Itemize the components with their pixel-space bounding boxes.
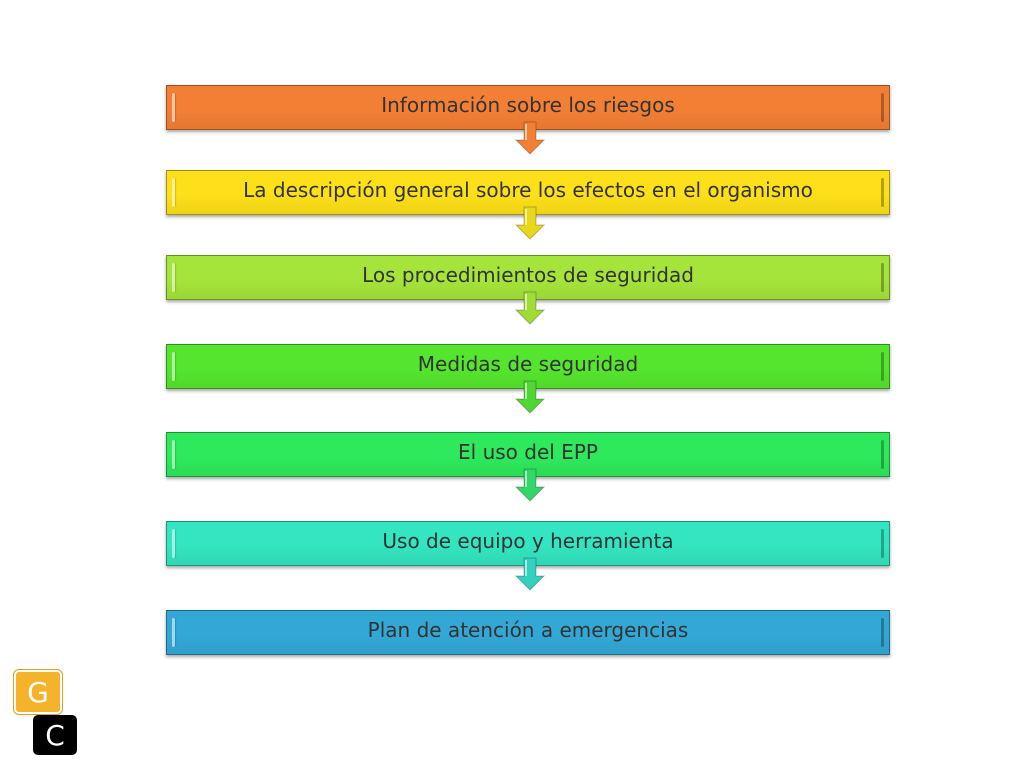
process-step-label: Uso de equipo y herramienta [382,528,674,553]
process-step-label: La descripción general sobre los efectos… [243,177,813,202]
g-logo-letter: G [27,675,49,709]
c-logo-badge: C [33,715,77,755]
down-arrow-icon [514,468,546,502]
down-arrow-icon [514,206,546,240]
process-step-label: El uso del EPP [458,439,598,464]
process-step-emergencias: Plan de atención a emergencias [166,610,890,655]
down-arrow-icon [514,121,546,155]
process-step-efectos: La descripción general sobre los efectos… [166,170,890,215]
g-logo-badge: G [14,670,62,714]
process-step-label: Información sobre los riesgos [381,92,675,117]
process-step-label: Plan de atención a emergencias [367,617,689,642]
process-step-medidas: Medidas de seguridad [166,344,890,389]
process-step-label: Medidas de seguridad [417,351,639,376]
down-arrow-icon [514,557,546,591]
down-arrow-icon [514,291,546,325]
down-arrow-icon [514,380,546,414]
process-step-label: Los procedimientos de seguridad [362,262,694,287]
process-step-equipo: Uso de equipo y herramienta [166,521,890,566]
process-step-epp: El uso del EPP [166,432,890,477]
c-logo-letter: C [45,718,65,752]
process-step-riesgos: Información sobre los riesgos [166,85,890,130]
